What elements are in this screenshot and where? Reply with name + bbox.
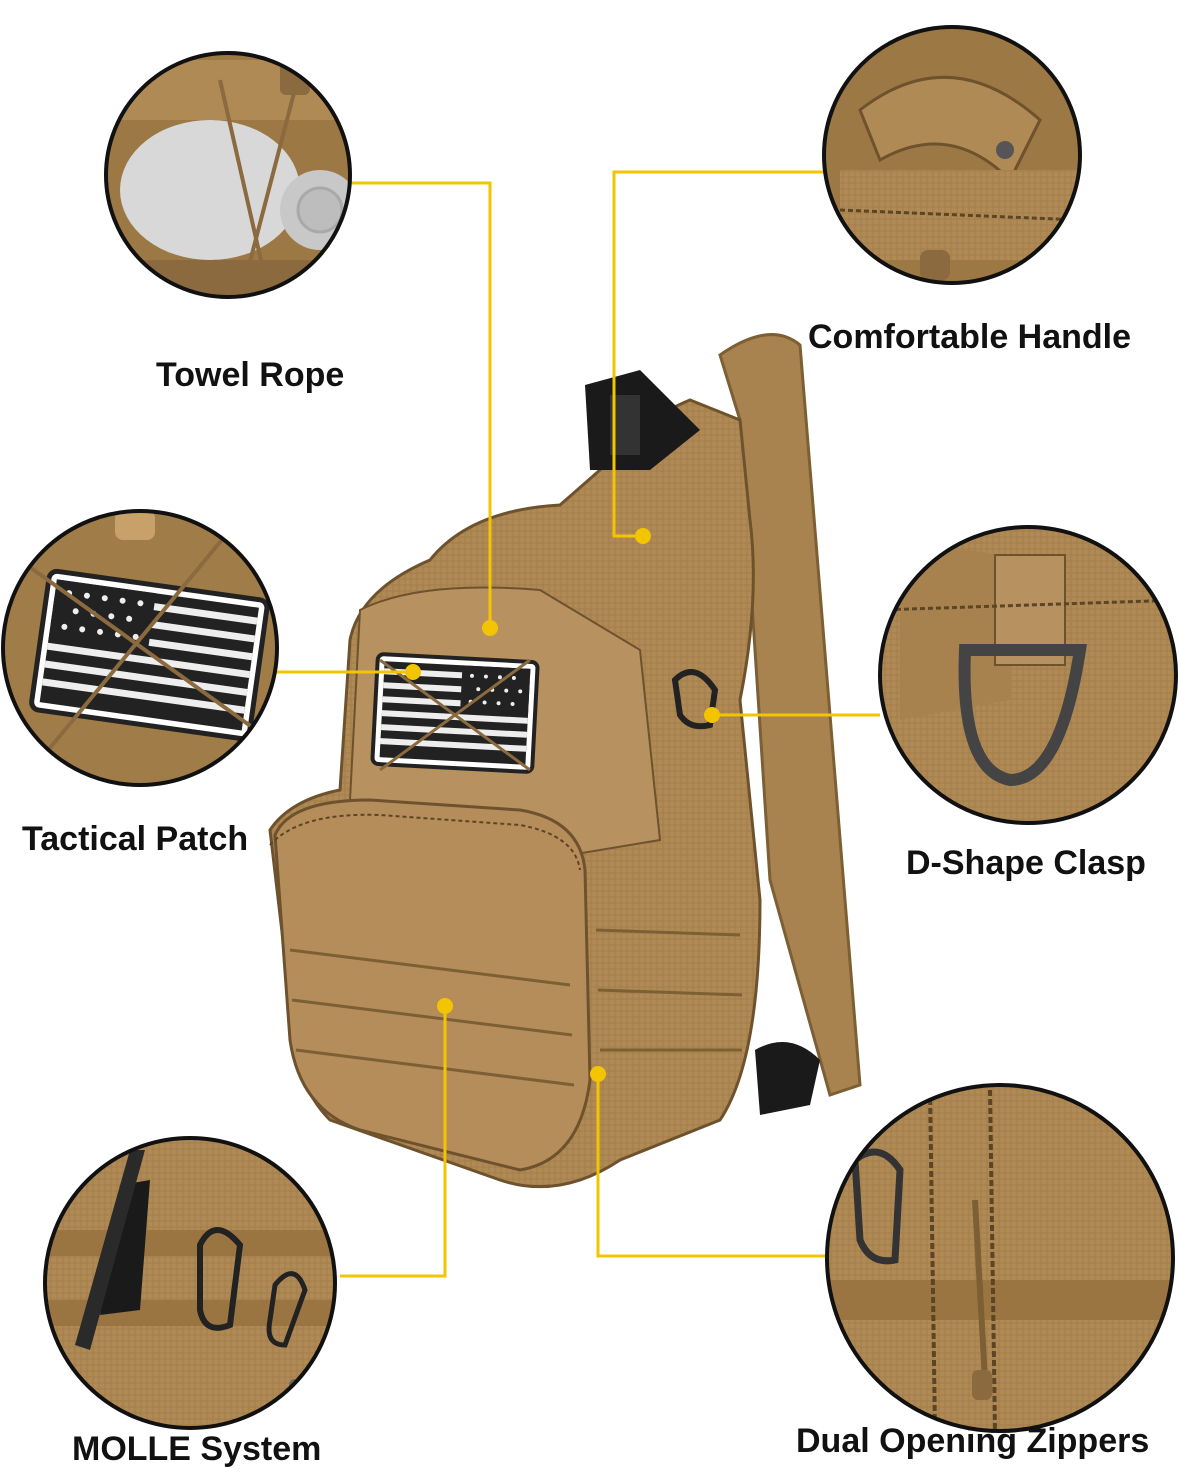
label-towel-rope: Towel Rope <box>156 356 345 394</box>
detail-circle-molle <box>43 1136 337 1430</box>
lower-buckle <box>755 1042 820 1115</box>
multitool <box>75 1150 145 1350</box>
label-d-shape-clasp: D-Shape Clasp <box>906 844 1146 882</box>
detail-circle-handle <box>822 25 1082 285</box>
carabiner-2 <box>266 1271 308 1348</box>
rolled-towel <box>120 120 300 260</box>
american-flag-patch <box>370 652 540 774</box>
d-clasp-ring <box>958 644 1087 787</box>
label-dual-opening-zippers: Dual Opening Zippers <box>796 1422 1150 1460</box>
label-molle-system: MOLLE System <box>72 1430 322 1468</box>
carabiner-1 <box>197 1227 244 1331</box>
callout-dots <box>405 528 720 1082</box>
detail-circle-zippers <box>825 1083 1175 1433</box>
callout-lines <box>275 170 880 1278</box>
sling-bag <box>268 333 862 1189</box>
label-tactical-patch: Tactical Patch <box>22 820 249 858</box>
detail-circle-towel-rope <box>104 51 352 299</box>
flashlight <box>100 1180 150 1315</box>
front-pocket <box>273 798 592 1172</box>
carabiner <box>851 1148 904 1265</box>
label-comfortable-handle: Comfortable Handle <box>808 318 1132 356</box>
detail-circle-clasp <box>878 525 1178 825</box>
detail-circle-patch <box>1 509 279 787</box>
zipper-pull <box>972 1199 988 1381</box>
molle-webbing <box>289 928 743 1087</box>
d-ring <box>671 669 719 730</box>
